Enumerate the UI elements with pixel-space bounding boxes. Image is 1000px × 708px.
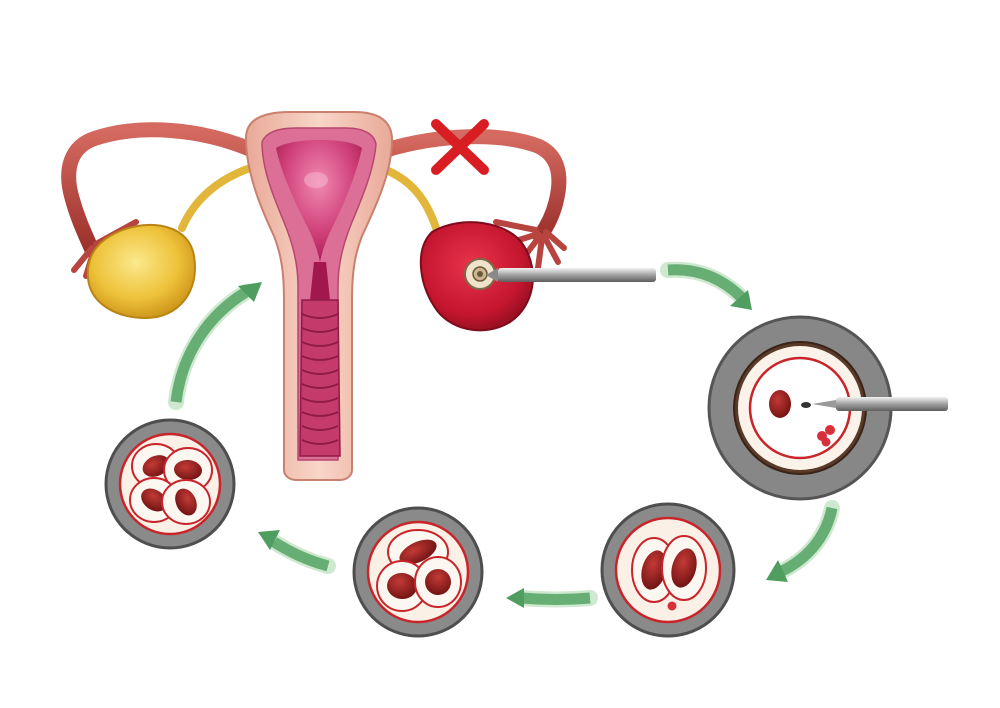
blastomere [161,479,211,525]
arrow-four-cell-to-uterus [168,282,262,410]
blastomere [376,560,428,612]
left-ovary [86,223,196,320]
egg-nucleus [769,390,791,418]
arrow-retrieval-to-fertilization [660,261,752,310]
blastomere [414,556,462,608]
follicle [464,258,496,290]
right-ovarian-ligament [382,166,440,232]
fertilization-dish [707,315,948,501]
embryo-dishes [104,418,736,638]
arrow-two-cell-to-three-cell [506,588,598,608]
four-cell-dish [104,418,236,550]
cervical-canal [310,262,330,300]
arrow-fertilization-to-two-cell [766,500,840,582]
arrow-three-cell-to-four-cell [258,530,336,574]
uterine-cavity [276,140,362,262]
micropipette-icon [812,397,948,411]
three-cell-dish [352,506,484,638]
left-ovarian-ligament [178,164,254,232]
vagina [299,299,341,457]
cycle-arrows [168,261,840,608]
cross-mark-icon [431,119,489,175]
needle-icon [486,268,656,282]
two-cell-dish [600,502,736,638]
blastomere [661,535,707,601]
reproductive-system [61,111,567,481]
sperm-cell [801,402,811,408]
left-fallopian-tube [61,122,260,258]
polar-bodies [817,425,835,447]
